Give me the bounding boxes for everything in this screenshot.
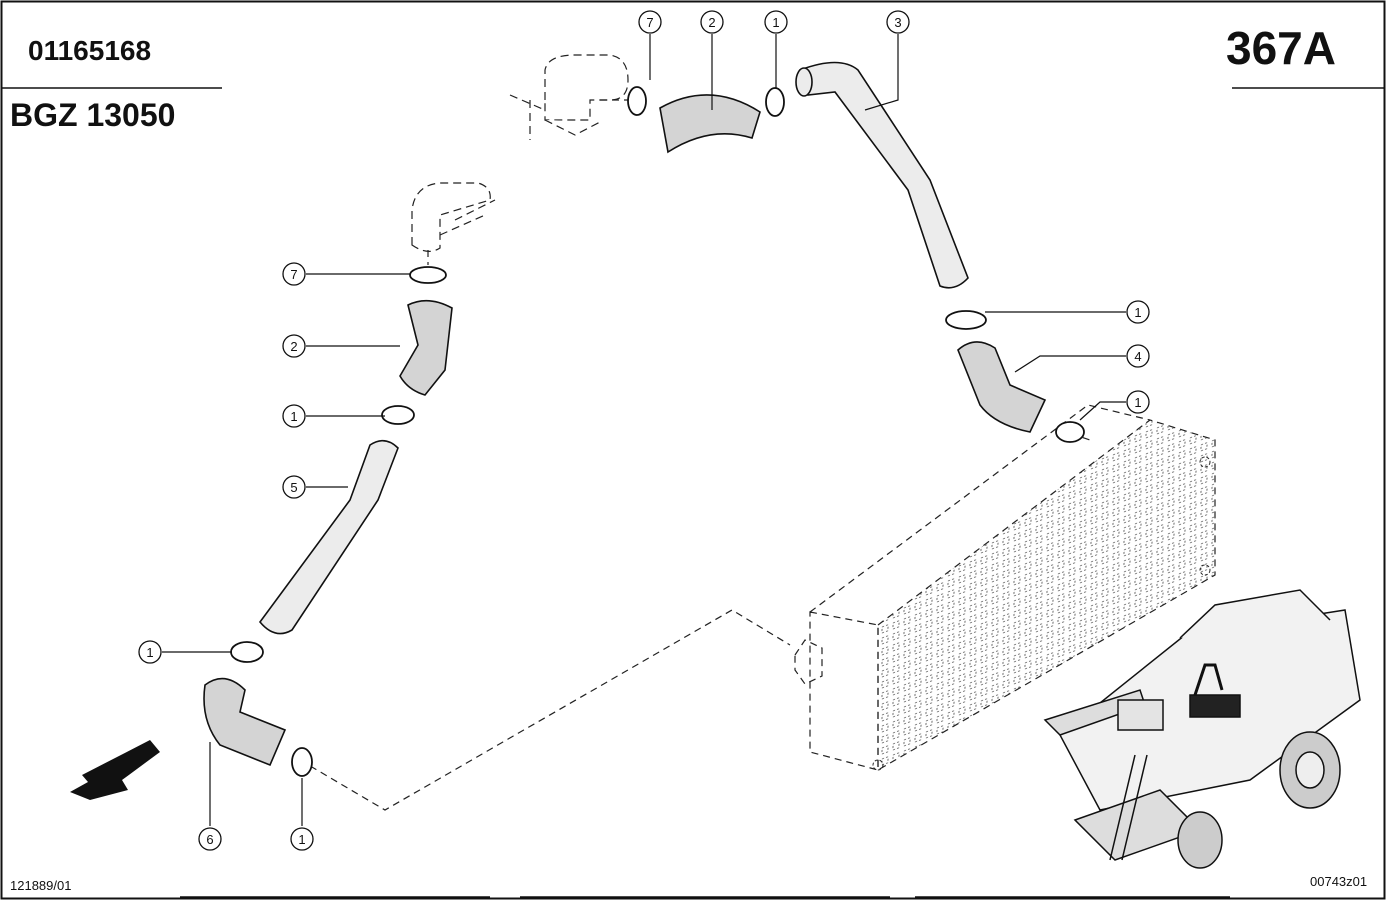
callout-1-left-lower: 1 [138,640,162,664]
callout-1-bottom: 1 [290,827,314,851]
pipe-5 [258,439,399,635]
clamp-1-left-upper [381,405,415,425]
clamp-7-left [409,266,447,284]
part-number: 01165168 [28,35,151,66]
arrow-icon [70,740,160,800]
svg-text:1: 1 [772,15,779,30]
clamp-1-left-lower [230,641,264,663]
svg-text:1: 1 [146,645,153,660]
svg-text:7: 7 [646,15,653,30]
callout-1-left-upper: 1 [282,404,306,428]
svg-text:6: 6 [206,832,213,847]
intercooler-ghost [794,404,1216,772]
svg-text:1: 1 [1134,395,1141,410]
figure-number: 00743z01 [1310,874,1367,889]
clamp-1-bottom [291,747,313,777]
drawing-number: 121889/01 [10,878,71,893]
hose-2-left [399,299,453,396]
page-code: 367A [1226,22,1336,74]
connection-line [299,609,791,811]
callout-leaders [162,34,1126,826]
hose-4 [957,341,1047,433]
callout-4-right: 4 [1126,344,1150,368]
left-outlet-ghost [411,182,496,265]
svg-text:1: 1 [290,409,297,424]
svg-text:1: 1 [298,832,305,847]
callout-2-left: 2 [282,334,306,358]
svg-text:5: 5 [290,480,297,495]
hose-6 [203,677,287,767]
svg-text:7: 7 [290,267,297,282]
group-code: BGZ 13050 [10,97,175,133]
clamp-7-top [627,86,647,116]
callout-3-top: 3 [886,10,910,34]
callout-1-right-upper: 1 [1126,300,1150,324]
pipe-3 [799,61,969,289]
callout-1-right-lower: 1 [1126,390,1150,414]
svg-text:2: 2 [708,15,715,30]
hose-2-top [659,94,761,154]
clamp-1-right-lower [1055,421,1085,443]
engine-outlet-ghost [509,54,640,140]
clamp-1-right-upper [945,310,987,330]
svg-text:3: 3 [894,15,901,30]
callout-6-bottom: 6 [198,827,222,851]
callout-5-left: 5 [282,475,306,499]
svg-text:1: 1 [1134,305,1141,320]
callout-2-top: 2 [700,10,724,34]
svg-text:2: 2 [290,339,297,354]
callout-7-left: 7 [282,262,306,286]
combine-harvester-icon [1043,589,1361,869]
callout-7-top: 7 [638,10,662,34]
callout-1-top: 1 [764,10,788,34]
svg-text:4: 4 [1134,349,1141,364]
clamp-1-top [765,87,785,117]
